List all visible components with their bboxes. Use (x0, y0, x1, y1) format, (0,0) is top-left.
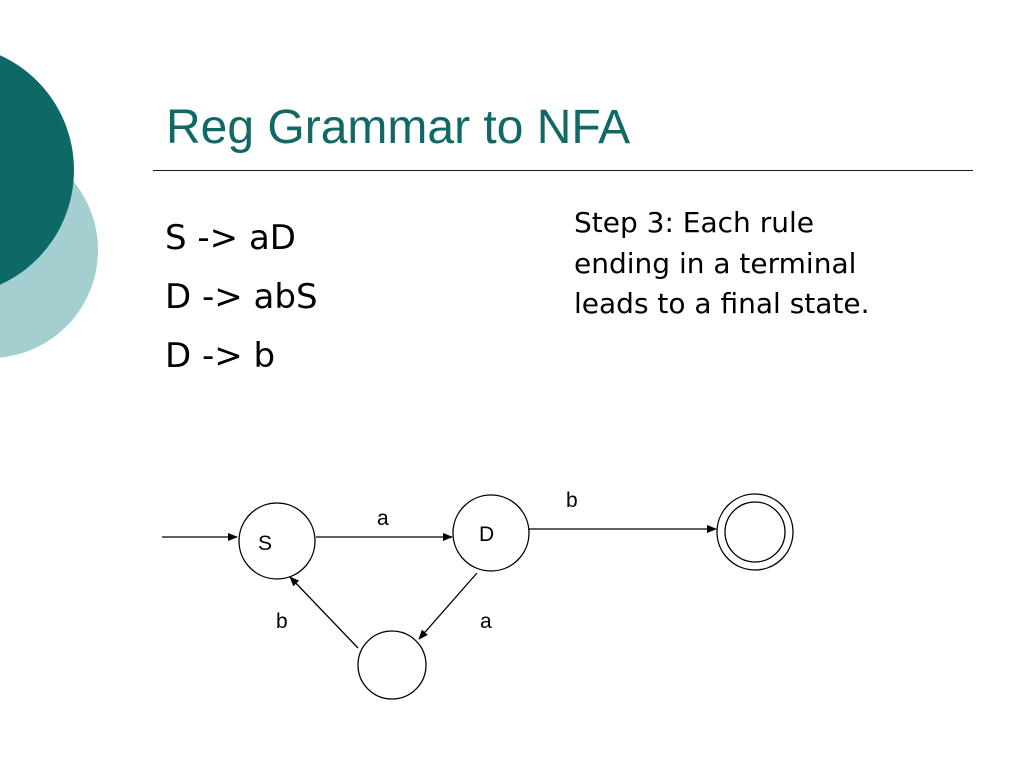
state-S: S (238, 502, 316, 580)
state-label-S: S (258, 532, 272, 555)
transition-label-q-S: b (276, 610, 288, 633)
slide-title: Reg Grammar to NFA (166, 101, 631, 154)
grammar-rule: D -> abS (165, 277, 318, 317)
transition-label-D-q: a (480, 610, 492, 633)
grammar-rules-list: S -> aD D -> abS D -> b (165, 209, 318, 386)
transition-label-S-D: a (377, 507, 389, 530)
grammar-rule: S -> aD (165, 218, 296, 258)
decorative-circles (0, 55, 98, 358)
grammar-rule: D -> b (165, 336, 276, 376)
step-note: Step 3: Each rule ending in a terminal l… (574, 206, 870, 320)
transition-label-D-F: b (566, 489, 578, 512)
state-final (716, 493, 794, 571)
dark-teal-circle (0, 55, 74, 285)
title-divider (153, 170, 973, 171)
state-label-D: D (479, 523, 494, 546)
state-intermediate (357, 630, 427, 700)
transition-D-q (418, 572, 478, 640)
state-D: D (452, 494, 530, 572)
transition-q-S (289, 576, 359, 649)
